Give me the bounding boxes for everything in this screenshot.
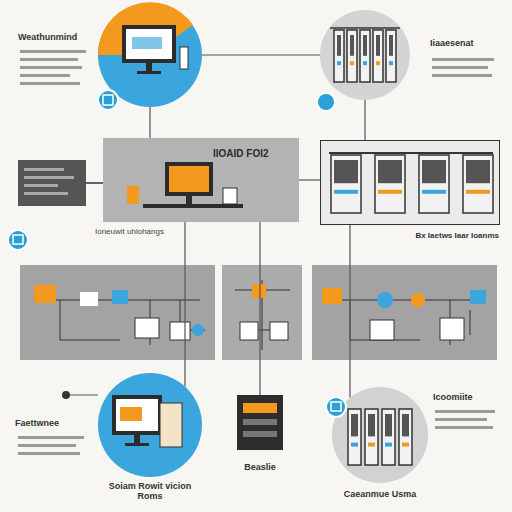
node-illustration bbox=[332, 387, 428, 483]
server-unit: Beaslie bbox=[237, 395, 283, 450]
caption-label: Ioneuwit uhlohangs bbox=[95, 227, 164, 236]
node-illustration bbox=[98, 3, 202, 107]
node-heading: Beaslie bbox=[225, 462, 295, 472]
node-heading: Faettwnee bbox=[15, 418, 95, 428]
text-bars bbox=[18, 50, 495, 455]
node-heading: IIOAID FOI2 bbox=[213, 148, 293, 160]
connector-line bbox=[364, 100, 365, 140]
server-panel: Bx Iaetws Iaar Ioanms bbox=[320, 140, 500, 225]
connector-dot bbox=[62, 391, 70, 399]
node-illustration bbox=[98, 373, 202, 477]
connector-line bbox=[149, 107, 150, 138]
badge bbox=[8, 230, 28, 250]
connector-line bbox=[202, 54, 320, 55]
node-heading: Weathunmind bbox=[18, 32, 94, 42]
middle-panels bbox=[20, 265, 497, 360]
process-box: IIOAID FOI2 bbox=[103, 138, 299, 222]
node-heading: Bx Iaetws Iaar Ioanms bbox=[371, 231, 499, 240]
server-circle: Iiaaesenat bbox=[320, 10, 410, 100]
node-illustration bbox=[237, 395, 283, 450]
node-illustration bbox=[321, 141, 501, 226]
node-caption: Caeanmue Usma bbox=[330, 489, 430, 499]
node-heading: Icoomiite bbox=[433, 392, 505, 402]
side-panel bbox=[18, 160, 103, 206]
connector-line bbox=[259, 222, 260, 395]
connector-line bbox=[349, 225, 350, 398]
node-caption: Soiam Rowit vicion Roms bbox=[105, 481, 195, 502]
connector-line bbox=[299, 179, 320, 180]
server-circle: IcoomiiteCaeanmue Usma bbox=[332, 387, 428, 483]
connector-line bbox=[184, 222, 185, 387]
node-illustration bbox=[103, 138, 298, 222]
monitor-circle: FaettwneeSoiam Rowit vicion Roms bbox=[98, 373, 202, 477]
node-heading: Iiaaesenat bbox=[430, 38, 506, 48]
node-illustration bbox=[320, 10, 410, 100]
monitor-circle: Weathunmind bbox=[98, 3, 202, 107]
